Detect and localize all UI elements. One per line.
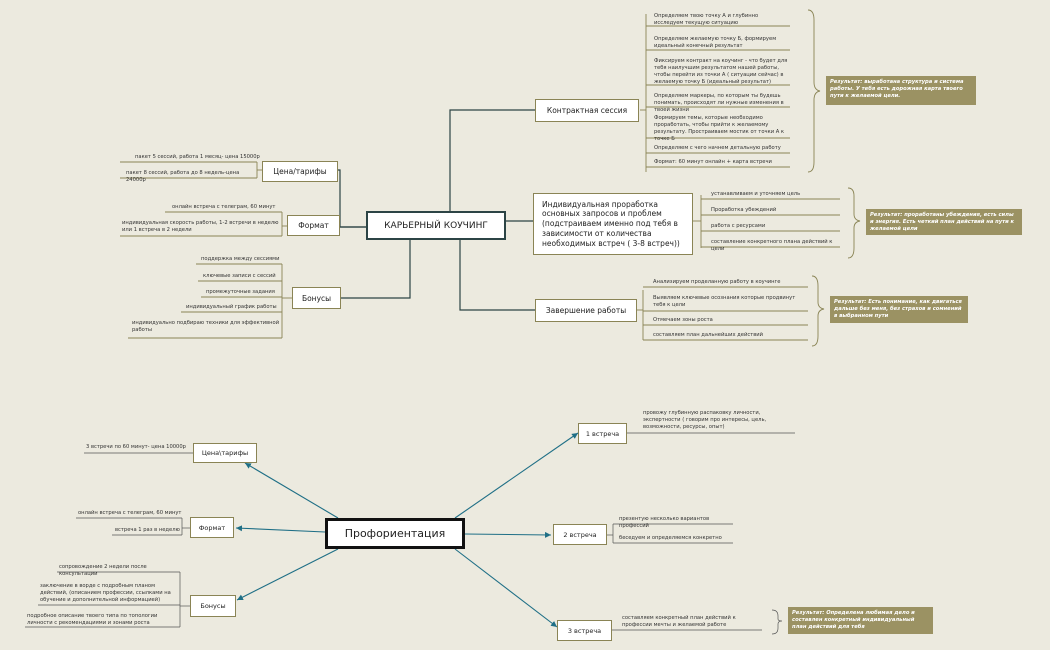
meeting-3-node[interactable]: 3 встреча bbox=[557, 620, 612, 641]
map2-arrow-lines bbox=[235, 432, 579, 628]
contract-item: Фиксируем контракт на коучинг - что буде… bbox=[654, 58, 788, 86]
map2-leaf-lines bbox=[25, 432, 795, 635]
bonus-item-2: подробное описание твоего типа по тополо… bbox=[27, 613, 158, 627]
contract-item: Определяем с чего начнем детальную работ… bbox=[654, 145, 781, 151]
individual-item: составление конкретного плана действий к… bbox=[711, 239, 833, 253]
finish-item: составляем план дальнейших действий bbox=[653, 332, 764, 338]
individual-work-node[interactable]: Индивидуальная проработка основных запро… bbox=[533, 193, 693, 255]
map1-leaf-lines bbox=[120, 9, 861, 347]
bonus-item: индивидуальный график работы bbox=[186, 304, 277, 310]
meeting-3-item: составляем конкретный план действий к пр… bbox=[622, 615, 736, 629]
contract-result-note: Результат: выработана структура и систем… bbox=[826, 76, 976, 105]
career-coaching-center-node[interactable]: КАРЬЕРНЫЙ КОУЧИНГ bbox=[366, 211, 506, 240]
contract-item: Определяем твою точку А и глубинно иссле… bbox=[654, 13, 759, 27]
format-item: индивидуальная скорость работы, 1-2 встр… bbox=[122, 220, 279, 234]
meeting-1-item: провожу глубинную распаковку личности, э… bbox=[643, 410, 767, 431]
contract-session-node[interactable]: Контрактная сессия bbox=[535, 99, 639, 122]
individual-item: устанавливаем и уточняем цель bbox=[711, 191, 801, 197]
price-node-2[interactable]: Цена\тарифы bbox=[193, 443, 257, 463]
finish-item: Отмечаем зоны роста bbox=[653, 317, 713, 323]
contract-item: Формат: 60 минут онлайн + карта встречи bbox=[654, 159, 772, 165]
contract-item: Определяем маркеры, по которым ты будешь… bbox=[654, 93, 784, 114]
bonus-item: поддержка между сессиями bbox=[201, 256, 280, 262]
finish-result-note: Результат: Есть понимание, как двигаться… bbox=[830, 296, 968, 323]
meeting-2-node[interactable]: 2 встреча bbox=[553, 524, 607, 545]
bonus-item-2: сопровождение 2 недели после консультаци… bbox=[59, 564, 147, 578]
finish-item: Анализируем проделанную работу в коучинг… bbox=[653, 279, 781, 285]
contract-item: Формируем темы, которые необходимо прора… bbox=[654, 115, 785, 143]
finish-work-node[interactable]: Завершение работы bbox=[535, 299, 637, 322]
bonus-item: индивидуально подбираю техники для эффек… bbox=[132, 320, 280, 334]
bonus-item: промежуточные задания bbox=[206, 289, 275, 295]
meeting-3-result-note: Результат: Определена любимая дело и сос… bbox=[788, 607, 933, 634]
career-guidance-center-node[interactable]: Профориентация bbox=[325, 518, 465, 549]
individual-result-note: Результат: проработаны убеждения, есть с… bbox=[866, 209, 1022, 235]
format-item-2: онлайн встреча с телеграм, 60 минут bbox=[78, 510, 182, 516]
meeting-1-node[interactable]: 1 встреча bbox=[578, 423, 627, 444]
individual-item: Проработка убеждений bbox=[711, 207, 777, 213]
format-node-2[interactable]: Формат bbox=[190, 517, 234, 538]
bonus-item: ключевые записи с сессий bbox=[203, 273, 276, 279]
format-node[interactable]: Формат bbox=[287, 215, 340, 236]
map1-trunk-lines bbox=[338, 109, 535, 311]
price-item: пакет 5 сессий, работа 1 месяц- цена 150… bbox=[135, 154, 260, 160]
format-item: онлайн встреча с телеграм, 60 минут bbox=[172, 204, 276, 210]
price-node[interactable]: Цена/тарифы bbox=[262, 161, 338, 182]
individual-item: работа с ресурсами bbox=[711, 223, 766, 229]
format-item-2: встреча 1 раз в неделю bbox=[115, 527, 180, 533]
finish-item: Выявляем ключевые осознания которые прод… bbox=[653, 295, 796, 309]
meeting-2-item: презентую несколько вариантов профессий bbox=[619, 516, 710, 530]
bonus-node-2[interactable]: Бонусы bbox=[190, 595, 236, 617]
price-item-2: 3 встречи по 60 минут- цена 10000р bbox=[86, 444, 186, 450]
meeting-2-item: беседуем и определяемся конкретно bbox=[619, 535, 722, 541]
bonus-node[interactable]: Бонусы bbox=[292, 287, 341, 309]
contract-item: Определяем желаемую точку Б, формируем и… bbox=[654, 36, 777, 50]
price-item: пакет 8 сессий, работа до 8 недель-цена … bbox=[126, 170, 240, 184]
bonus-item-2: заключение в ворде с подробным планом де… bbox=[40, 583, 171, 604]
